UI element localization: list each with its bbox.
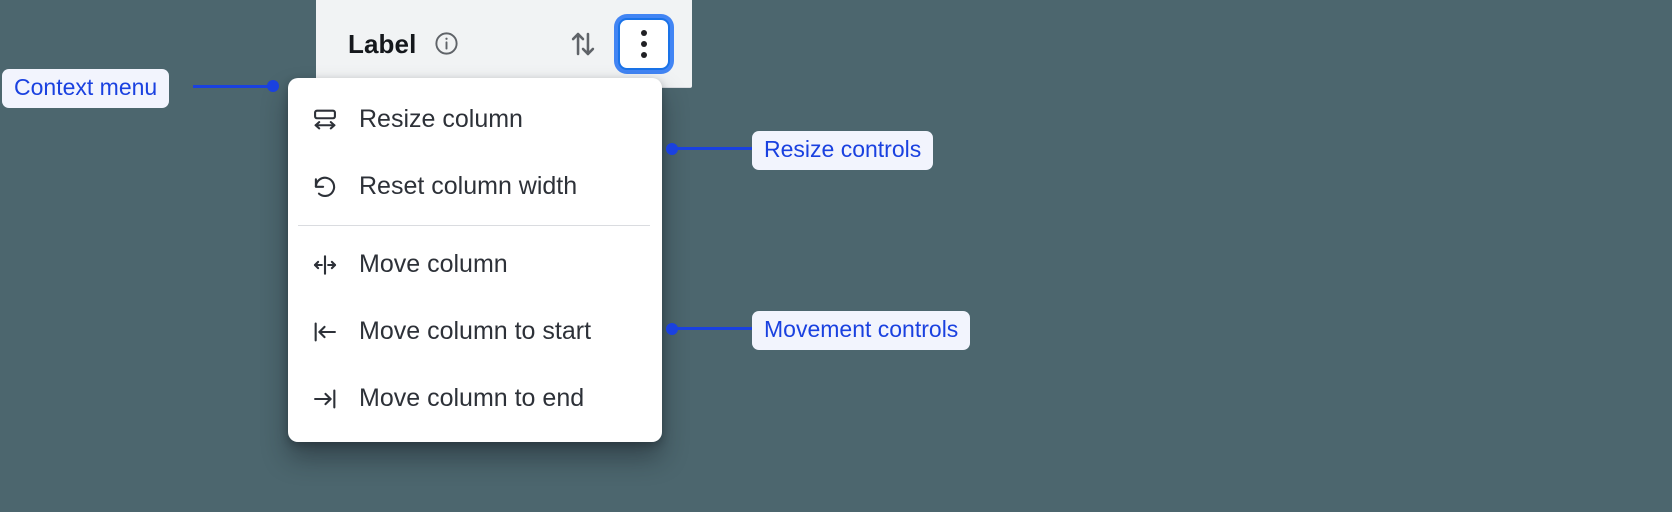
reset-width-icon xyxy=(310,172,340,202)
resize-column-icon xyxy=(310,105,340,135)
info-circle-icon[interactable] xyxy=(433,30,460,57)
menu-item-move-column-to-end[interactable]: Move column to end xyxy=(288,365,662,432)
overflow-menu-button[interactable] xyxy=(618,17,670,70)
menu-divider xyxy=(298,225,650,226)
kebab-menu-icon xyxy=(641,29,647,58)
menu-item-move-column-to-start[interactable]: Move column to start xyxy=(288,298,662,365)
menu-item-resize-column[interactable]: Resize column xyxy=(288,86,662,153)
move-to-start-icon xyxy=(310,317,340,347)
menu-item-label: Resize column xyxy=(359,105,523,133)
annotation-movement-controls: Movement controls xyxy=(752,311,971,350)
annotation-anchor-dot xyxy=(267,80,279,92)
annotation-leader-line xyxy=(672,147,754,150)
menu-item-reset-column-width[interactable]: Reset column width xyxy=(288,153,662,220)
menu-item-label: Reset column width xyxy=(359,172,578,200)
move-to-end-icon xyxy=(310,384,340,414)
menu-item-label: Move column to end xyxy=(359,384,585,412)
move-column-icon xyxy=(310,250,340,280)
annotation-leader-line xyxy=(193,85,275,88)
annotation-context-menu: Context menu xyxy=(2,69,170,108)
context-menu: Resize column Reset column width xyxy=(288,78,662,442)
column-header: Label xyxy=(316,0,692,88)
menu-item-label: Move column to start xyxy=(359,317,592,345)
menu-item-move-column[interactable]: Move column xyxy=(288,231,662,298)
sort-arrows-icon[interactable] xyxy=(566,27,600,61)
annotation-leader-line xyxy=(672,327,754,330)
page-title: Label xyxy=(348,28,417,59)
annotation-resize-controls: Resize controls xyxy=(752,131,934,170)
menu-item-label: Move column xyxy=(359,250,508,278)
